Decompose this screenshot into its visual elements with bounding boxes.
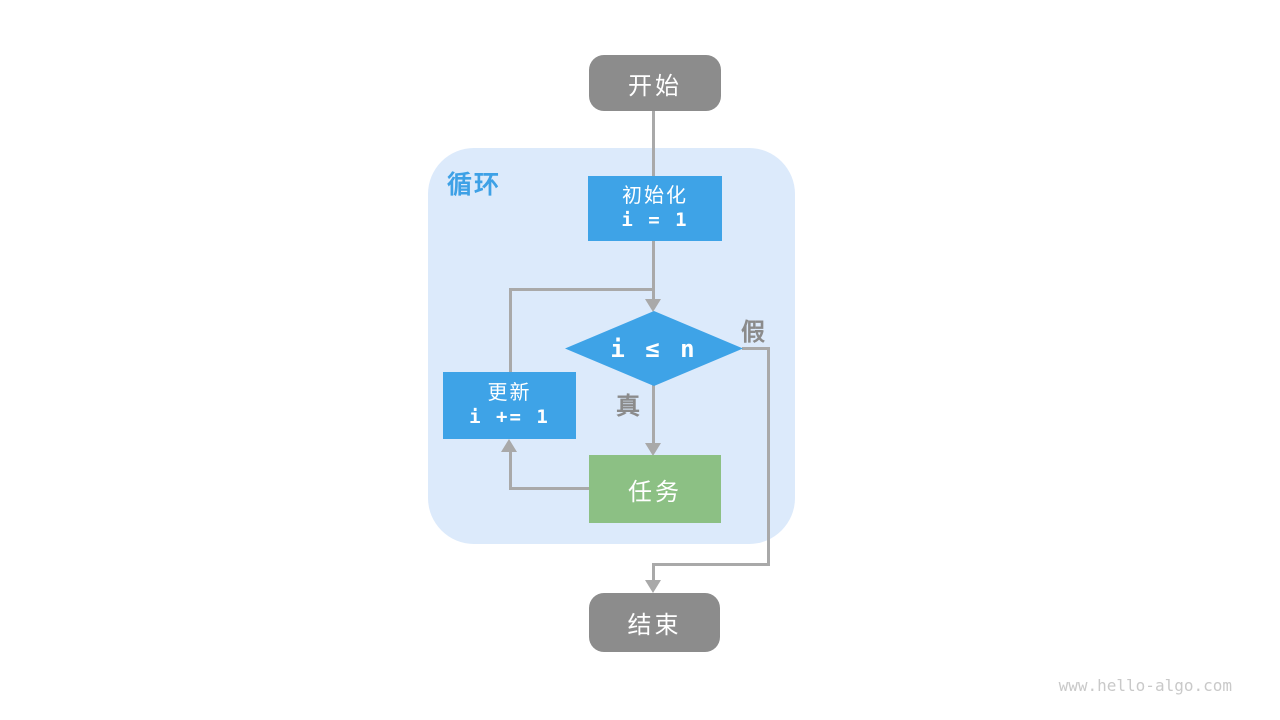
node-init-code: i = 1 bbox=[621, 209, 689, 232]
arrowhead-into-condition-icon bbox=[645, 299, 661, 312]
node-end-label: 结束 bbox=[627, 612, 682, 639]
node-init: 初始化 i = 1 bbox=[588, 176, 722, 241]
node-task: 任务 bbox=[589, 455, 721, 523]
branch-true-label: 真 bbox=[616, 393, 640, 420]
edge-update-up-segment bbox=[509, 288, 512, 372]
edge-false-final-segment bbox=[652, 563, 655, 582]
node-update-label: 更新 bbox=[487, 382, 532, 405]
edge-update-right-segment bbox=[509, 288, 655, 291]
edge-false-down-segment bbox=[767, 347, 770, 566]
edge-task-up-segment bbox=[509, 450, 512, 490]
loop-region-label: 循环 bbox=[447, 171, 502, 199]
branch-false-label: 假 bbox=[741, 319, 765, 346]
node-condition-code: i ≤ n bbox=[610, 334, 698, 363]
node-task-label: 任务 bbox=[628, 478, 682, 506]
watermark: www.hello-algo.com bbox=[1058, 676, 1232, 695]
node-update-code: i += 1 bbox=[469, 406, 550, 429]
node-start: 开始 bbox=[589, 55, 721, 111]
node-start-label: 开始 bbox=[628, 72, 682, 100]
edge-condition-to-task bbox=[652, 385, 655, 445]
edge-false-left-segment bbox=[652, 563, 770, 566]
edge-false-right-segment bbox=[742, 347, 770, 350]
node-end: 结束 bbox=[589, 593, 720, 652]
arrowhead-into-end-icon bbox=[645, 580, 661, 593]
node-init-label: 初始化 bbox=[622, 185, 688, 208]
arrowhead-into-task-icon bbox=[645, 443, 661, 456]
arrowhead-into-update-icon bbox=[501, 439, 517, 452]
edge-start-to-init bbox=[652, 110, 655, 177]
edge-init-to-condition bbox=[652, 241, 655, 301]
node-update: 更新 i += 1 bbox=[443, 372, 576, 439]
edge-task-left-segment bbox=[509, 487, 589, 490]
